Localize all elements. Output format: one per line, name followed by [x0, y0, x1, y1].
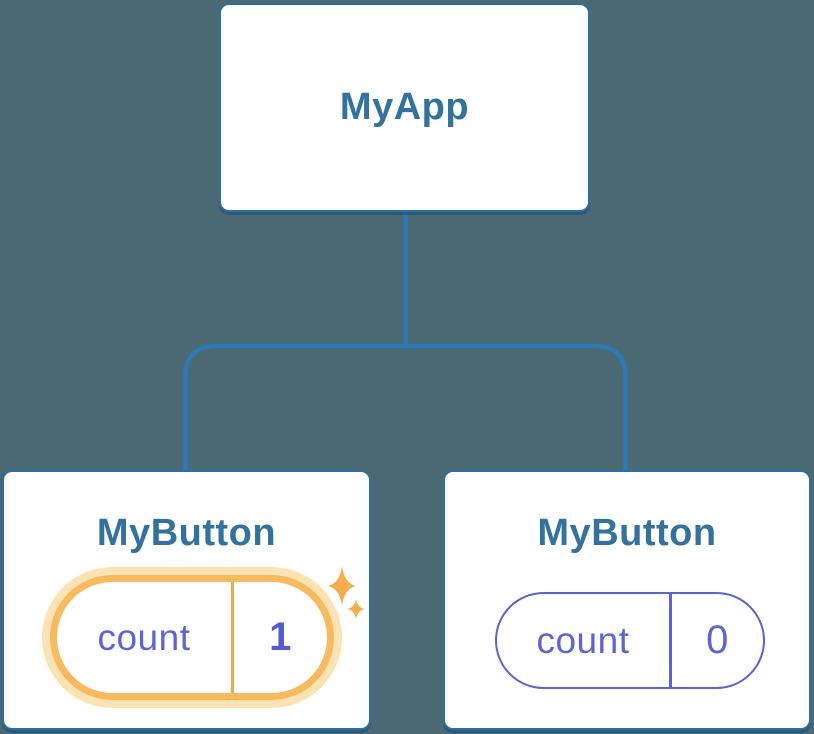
state-value: 1 [269, 615, 292, 659]
pill-divider [669, 594, 672, 687]
pill-divider [231, 582, 234, 693]
node-mybutton-left-label: MyButton [96, 512, 277, 554]
node-mybutton-left: MyButton count 1 [2, 470, 371, 730]
state-value: 0 [706, 618, 729, 662]
state-key-label: count [97, 616, 191, 658]
node-myapp-label: MyApp [339, 86, 470, 128]
state-key-label: count [536, 619, 630, 661]
node-myapp: MyApp [219, 3, 590, 212]
state-pill-highlighted: count 1 [50, 575, 334, 700]
state-pill-normal: count 0 [495, 592, 765, 689]
node-mybutton-right-label: MyButton [537, 512, 717, 554]
connector-branch [183, 343, 628, 472]
node-mybutton-right: MyButton count 0 [443, 470, 811, 730]
